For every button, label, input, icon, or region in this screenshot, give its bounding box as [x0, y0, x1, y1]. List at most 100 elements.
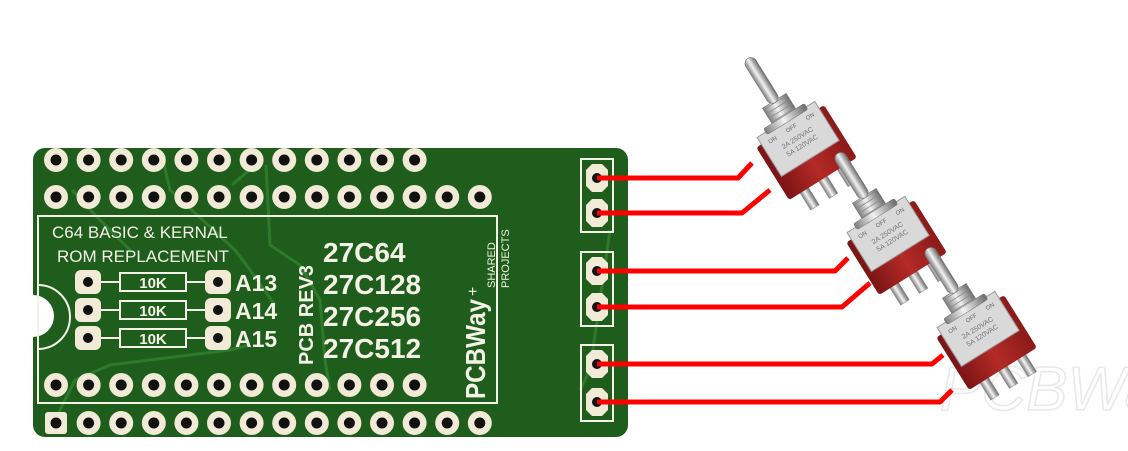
- wire-2b: [597, 281, 872, 310]
- resistor-value: 10K: [139, 275, 167, 292]
- pad: [370, 148, 394, 172]
- switch-mark: ON: [948, 326, 959, 336]
- pad: [141, 185, 166, 209]
- pcbway-logo: PCBWay + SHARED PROJECTS: [460, 229, 512, 399]
- switch-mark: ON: [895, 207, 906, 217]
- pad: [304, 148, 329, 172]
- address-label: A15: [235, 326, 277, 352]
- pad: [304, 373, 329, 397]
- header-2: [580, 251, 614, 327]
- pad: [304, 411, 329, 435]
- switch-mark: ON: [858, 231, 869, 241]
- hex-nut: [943, 293, 988, 325]
- toggle-lever[interactable]: [923, 245, 961, 295]
- logo-plus: +: [465, 287, 482, 296]
- pad: [239, 148, 264, 172]
- pad: [174, 185, 199, 209]
- pad: [337, 411, 362, 435]
- switch-mark: OFF: [785, 123, 799, 135]
- board-title-line1: C64 BASIC & KERNAL: [52, 223, 228, 242]
- pad: [207, 148, 231, 172]
- silkscreen-outline: [37, 215, 498, 404]
- resistor-array: 10K A13 10K A14 10K A15: [75, 270, 277, 352]
- toggle-lever[interactable]: [833, 150, 871, 200]
- pad: [141, 373, 166, 397]
- pad: [370, 373, 394, 397]
- pad: [239, 373, 264, 397]
- resistor-1: 10K A13: [75, 270, 277, 296]
- pad: [141, 411, 166, 435]
- switch-headers: [580, 158, 614, 422]
- logo-projects: PROJECTS: [500, 229, 512, 288]
- hex-nut: [763, 103, 808, 135]
- pad: [402, 373, 427, 397]
- pad: [44, 148, 68, 172]
- pad: [402, 185, 427, 209]
- chip-27c512: 27C512: [323, 333, 421, 364]
- pad: [207, 185, 231, 209]
- board-title-line2: ROM REPLACEMENT: [57, 247, 229, 266]
- resistor-value: 10K: [139, 303, 167, 320]
- wire-1a: [597, 161, 754, 181]
- copper-traces: [53, 159, 612, 421]
- pad: [435, 185, 460, 209]
- switch-mark: OFF: [965, 313, 979, 325]
- resistor-value: 10K: [139, 331, 167, 348]
- wire-3b: [597, 388, 954, 405]
- address-label: A14: [235, 298, 277, 324]
- logo-shared: SHARED: [486, 242, 498, 288]
- pad: [207, 411, 231, 435]
- pad: [174, 411, 199, 435]
- pad: [272, 373, 297, 397]
- wire-2a: [597, 256, 850, 274]
- logo-brand: PCBWay: [460, 299, 491, 399]
- pad: [76, 373, 101, 397]
- pad: [402, 148, 427, 172]
- pad: [45, 412, 67, 434]
- pad: [337, 185, 362, 209]
- pad: [76, 185, 101, 209]
- pad: [239, 185, 264, 209]
- pcb-board: C64 BASIC & KERNAL ROM REPLACEMENT 10K A1…: [33, 148, 628, 437]
- pad: [109, 373, 134, 397]
- pad: [174, 373, 199, 397]
- resistor-2: 10K A14: [75, 298, 277, 324]
- pad-rows: [44, 148, 492, 435]
- board-substrate: [33, 148, 628, 437]
- wires: [597, 161, 954, 405]
- pad: [44, 185, 68, 209]
- pcb-revision: PCB REV3: [296, 265, 318, 365]
- pad: [44, 373, 68, 397]
- pad: [272, 185, 297, 209]
- switch-mark: OFF: [875, 218, 889, 230]
- switch-mark: ON: [985, 302, 996, 312]
- pad: [467, 185, 492, 209]
- pad: [402, 411, 427, 435]
- hex-nut: [853, 198, 898, 230]
- pad: [109, 185, 134, 209]
- pad: [141, 148, 166, 172]
- pad: [109, 148, 134, 172]
- address-label: A13: [235, 270, 277, 296]
- toggle-lever[interactable]: [743, 55, 781, 105]
- pad: [109, 411, 134, 435]
- pad: [76, 411, 101, 435]
- switch-mark: ON: [805, 112, 816, 122]
- wire-3a: [597, 353, 945, 367]
- pad: [207, 373, 231, 397]
- pad: [467, 411, 492, 435]
- pad: [174, 148, 199, 172]
- pad: [435, 411, 460, 435]
- wire-1b: [597, 188, 772, 216]
- resistor-3: 10K A15: [75, 326, 277, 352]
- pad: [370, 185, 394, 209]
- pad: [239, 411, 264, 435]
- switch-mark: ON: [768, 136, 779, 146]
- pad: [304, 185, 329, 209]
- chip-27c128: 27C128: [323, 269, 421, 300]
